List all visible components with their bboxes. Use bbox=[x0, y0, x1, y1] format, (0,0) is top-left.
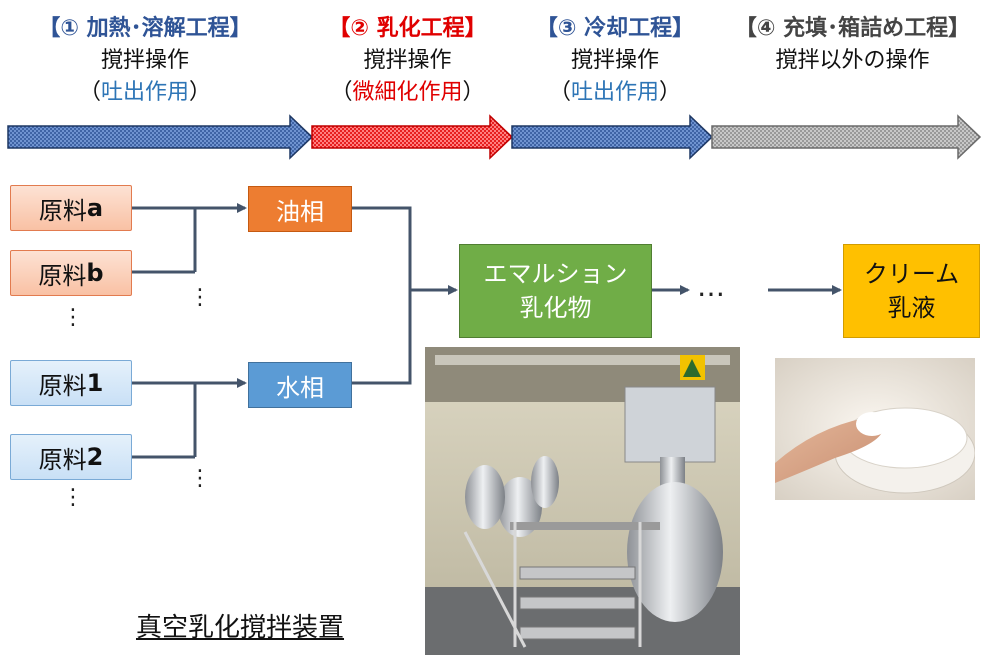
more-water-materials: ⋮ bbox=[62, 485, 84, 510]
stage-title: 【③ 冷却工程】 bbox=[535, 16, 695, 41]
more-oil-inputs: ⋮ bbox=[189, 285, 211, 310]
more-oil-materials: ⋮ bbox=[62, 305, 84, 330]
emulsion-line2: 乳化物 bbox=[519, 294, 592, 322]
more-water-inputs: ⋮ bbox=[189, 466, 211, 491]
equipment-caption: 真空乳化撹拌装置 bbox=[136, 613, 345, 643]
emulsion-box: エマルション 乳化物 bbox=[459, 244, 652, 338]
stage-action: （吐出作用） bbox=[548, 80, 682, 105]
stage-4-arrow bbox=[711, 114, 982, 160]
ellipsis: … bbox=[697, 270, 725, 303]
stage-2-arrow bbox=[311, 114, 514, 160]
stage-operation: 撹拌操作 bbox=[100, 48, 189, 73]
stage-1: 【① 加熱･溶解工程】 撹拌操作 （吐出作用） bbox=[0, 10, 290, 106]
emulsion-line1: エマルション bbox=[483, 260, 628, 288]
stage-title: 【④ 充填･箱詰め工程】 bbox=[734, 16, 971, 41]
cream-jar-image bbox=[775, 358, 975, 500]
stage-title: 【② 乳化工程】 bbox=[328, 16, 487, 41]
factory-mixer-image bbox=[425, 347, 740, 655]
stage-3: 【③ 冷却工程】 撹拌操作 （吐出作用） bbox=[510, 10, 720, 106]
stage-3-arrow bbox=[511, 114, 714, 160]
stage-4: 【④ 充填･箱詰め工程】 撹拌以外の操作 bbox=[705, 10, 1000, 74]
water-phase: 水相 bbox=[248, 362, 352, 408]
stage-operation: 撹拌以外の操作 bbox=[775, 48, 930, 73]
stage-title: 【① 加熱･溶解工程】 bbox=[38, 16, 252, 41]
stage-arrows bbox=[7, 114, 982, 160]
stage-2: 【② 乳化工程】 撹拌操作 （微細化作用） bbox=[300, 10, 515, 106]
cream-box: クリーム 乳液 bbox=[843, 244, 980, 338]
stage-action: （吐出作用） bbox=[78, 80, 212, 105]
stage-action: （微細化作用） bbox=[330, 80, 485, 105]
oil-phase: 油相 bbox=[248, 186, 352, 232]
cream-line2: 乳液 bbox=[887, 294, 936, 322]
stage-1-arrow bbox=[7, 114, 314, 160]
cream-line1: クリーム bbox=[863, 260, 960, 288]
stage-operation: 撹拌操作 bbox=[570, 48, 659, 73]
stage-operation: 撹拌操作 bbox=[363, 48, 452, 73]
